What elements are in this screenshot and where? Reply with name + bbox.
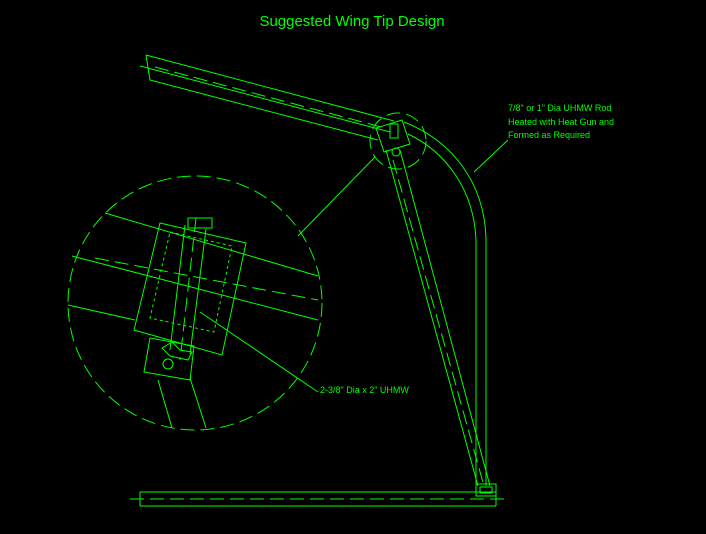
rod-note: 7/8" or 1" Dia UHMW Rod Heated with Heat… [508,103,614,140]
detail-view-circle [67,175,323,431]
drawing-title: Suggested Wing Tip Design [259,13,444,30]
diagonal-strut [385,149,491,487]
lower-joint-block [475,483,497,497]
block-note: 2-3/8" Dia x 2" UHMW [320,385,409,395]
lower-wing-spar [130,491,506,507]
uhmw-rod [403,121,487,486]
upper-wing-spar [139,54,395,141]
rod-note-leader [473,139,509,173]
rod-note-line-1: 7/8" or 1" Dia UHMW Rod [508,103,611,113]
block-note-leader [199,311,319,393]
detail-leader-line [297,156,376,237]
rod-note-line-3: Formed as Required [508,130,590,140]
rod-note-line-2: Heated with Heat Gun and [508,117,614,127]
upper-joint-block [375,119,411,157]
enlarged-detail-view [67,175,323,431]
joint-callout-circle [369,112,427,170]
